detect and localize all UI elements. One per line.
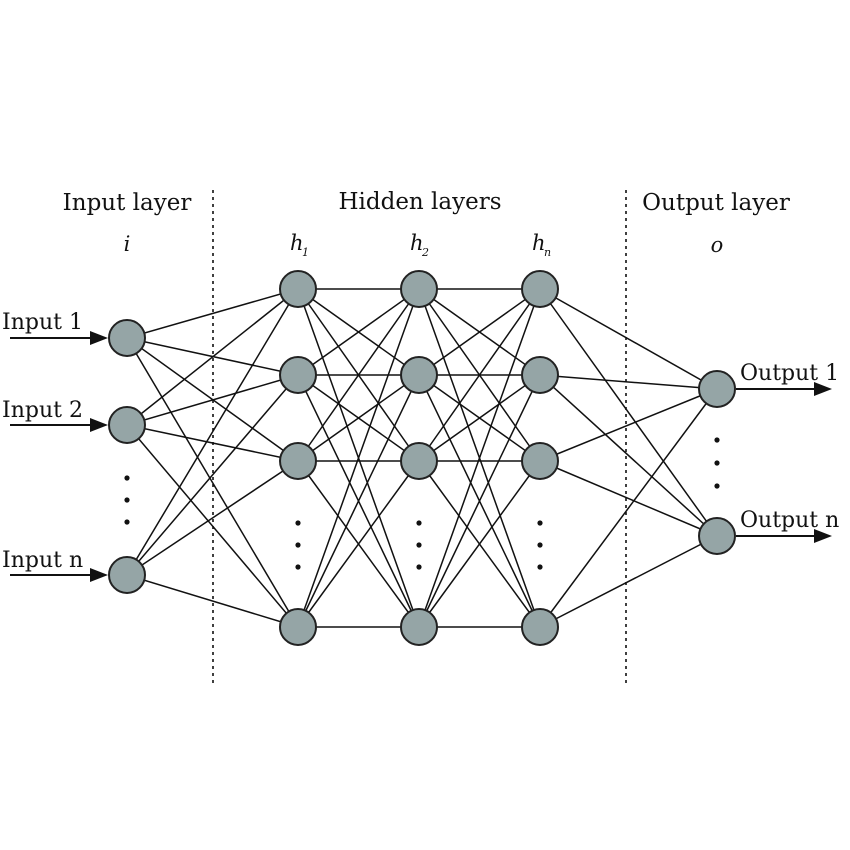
output-neuron-2 bbox=[698, 517, 736, 555]
hidden-layer-n-symbol: h n bbox=[532, 231, 551, 259]
hidden-2-neuron-3 bbox=[400, 442, 438, 480]
connection-input-1-to-hidden-1-1 bbox=[126, 288, 299, 339]
hn-subscript: n bbox=[544, 246, 551, 259]
hidden-layers-header: Hidden layers bbox=[338, 189, 501, 215]
hidden-2-neuron-2 bbox=[400, 356, 438, 394]
output-label-1: Output 1 bbox=[740, 361, 839, 386]
hidden-layer-2-symbol: h 2 bbox=[410, 231, 429, 259]
connection-hidden-1-4-to-hidden-2-2 bbox=[297, 374, 420, 628]
hidden-1-neuron-3 bbox=[279, 442, 317, 480]
h2-base: h bbox=[410, 231, 424, 255]
connection-hidden-n-2-to-output-2 bbox=[539, 374, 718, 537]
hidden-1-neuron-2 bbox=[279, 356, 317, 394]
hidden-2-neuron-1 bbox=[400, 270, 438, 308]
hidden-2-neuron-4 bbox=[400, 608, 438, 646]
connection-hidden-n-1-to-output-2 bbox=[539, 288, 718, 537]
hidden-layer-1-symbol: h 1 bbox=[290, 231, 309, 259]
hidden-2-ellipsis bbox=[416, 520, 422, 570]
connection-hidden-1-3-to-hidden-2-1 bbox=[297, 288, 420, 462]
connection-input-1-to-hidden-1-4 bbox=[126, 337, 299, 628]
hidden-n-neuron-4 bbox=[521, 608, 559, 646]
h2-subscript: 2 bbox=[421, 246, 429, 259]
hidden-1-ellipsis bbox=[295, 520, 301, 570]
connection-hidden-n-3-to-output-2 bbox=[539, 460, 718, 537]
hidden-n-neuron-1 bbox=[521, 270, 559, 308]
connection-input-3-to-hidden-1-4 bbox=[126, 574, 299, 628]
connection-hidden-1-4-to-hidden-2-3 bbox=[297, 460, 420, 628]
connection-hidden-1-4-to-hidden-2-1 bbox=[297, 288, 420, 628]
input-layer-symbol: i bbox=[124, 232, 131, 256]
output-layer-symbol: o bbox=[711, 233, 724, 257]
input-label-2: Input 2 bbox=[2, 398, 83, 423]
connection-hidden-n-3-to-output-1 bbox=[539, 388, 718, 462]
output-ellipsis bbox=[714, 437, 720, 489]
connections bbox=[126, 288, 718, 628]
neurons bbox=[108, 270, 736, 646]
connection-hidden-2-3-to-hidden-n-2 bbox=[418, 374, 541, 462]
output-arrow-n bbox=[736, 529, 832, 543]
hidden-n-neuron-2 bbox=[521, 356, 559, 394]
connection-hidden-1-2-to-hidden-2-1 bbox=[297, 288, 420, 376]
connection-hidden-n-4-to-output-1 bbox=[539, 388, 718, 628]
input-arrow-1 bbox=[10, 331, 108, 345]
connection-hidden-2-3-to-hidden-n-1 bbox=[418, 288, 541, 462]
connection-input-3-to-hidden-1-2 bbox=[126, 374, 299, 576]
hidden-1-neuron-1 bbox=[279, 270, 317, 308]
input-neuron-1 bbox=[108, 319, 146, 357]
input-label-1: Input 1 bbox=[2, 310, 83, 335]
hidden-n-ellipsis bbox=[537, 520, 543, 570]
input-layer-header: Input layer bbox=[63, 190, 192, 216]
connection-hidden-n-1-to-output-1 bbox=[539, 288, 718, 390]
input-neuron-2 bbox=[108, 406, 146, 444]
connection-hidden-2-2-to-hidden-n-1 bbox=[418, 288, 541, 376]
input-label-n: Input n bbox=[2, 548, 83, 573]
output-neuron-1 bbox=[698, 370, 736, 408]
input-neuron-3 bbox=[108, 556, 146, 594]
connection-hidden-n-4-to-output-2 bbox=[539, 535, 718, 628]
connection-input-2-to-hidden-1-1 bbox=[126, 288, 299, 426]
input-ellipsis bbox=[124, 475, 130, 525]
connection-hidden-1-3-to-hidden-2-2 bbox=[297, 374, 420, 462]
connection-hidden-2-4-to-hidden-n-1 bbox=[418, 288, 541, 628]
connection-hidden-n-2-to-output-1 bbox=[539, 374, 718, 390]
hidden-n-neuron-3 bbox=[521, 442, 559, 480]
connection-hidden-2-4-to-hidden-n-2 bbox=[418, 374, 541, 628]
h1-base: h bbox=[290, 231, 304, 255]
h1-subscript: 1 bbox=[302, 246, 309, 259]
hn-base: h bbox=[532, 231, 546, 255]
output-arrow-1 bbox=[736, 382, 832, 396]
output-label-n: Output n bbox=[740, 508, 839, 533]
connection-input-3-to-hidden-1-3 bbox=[126, 460, 299, 576]
input-arrow-n bbox=[10, 568, 108, 582]
hidden-1-neuron-4 bbox=[279, 608, 317, 646]
input-arrow-2 bbox=[10, 418, 108, 432]
connection-hidden-2-4-to-hidden-n-3 bbox=[418, 460, 541, 628]
connection-input-3-to-hidden-1-1 bbox=[126, 288, 299, 576]
output-layer-header: Output layer bbox=[642, 190, 790, 216]
